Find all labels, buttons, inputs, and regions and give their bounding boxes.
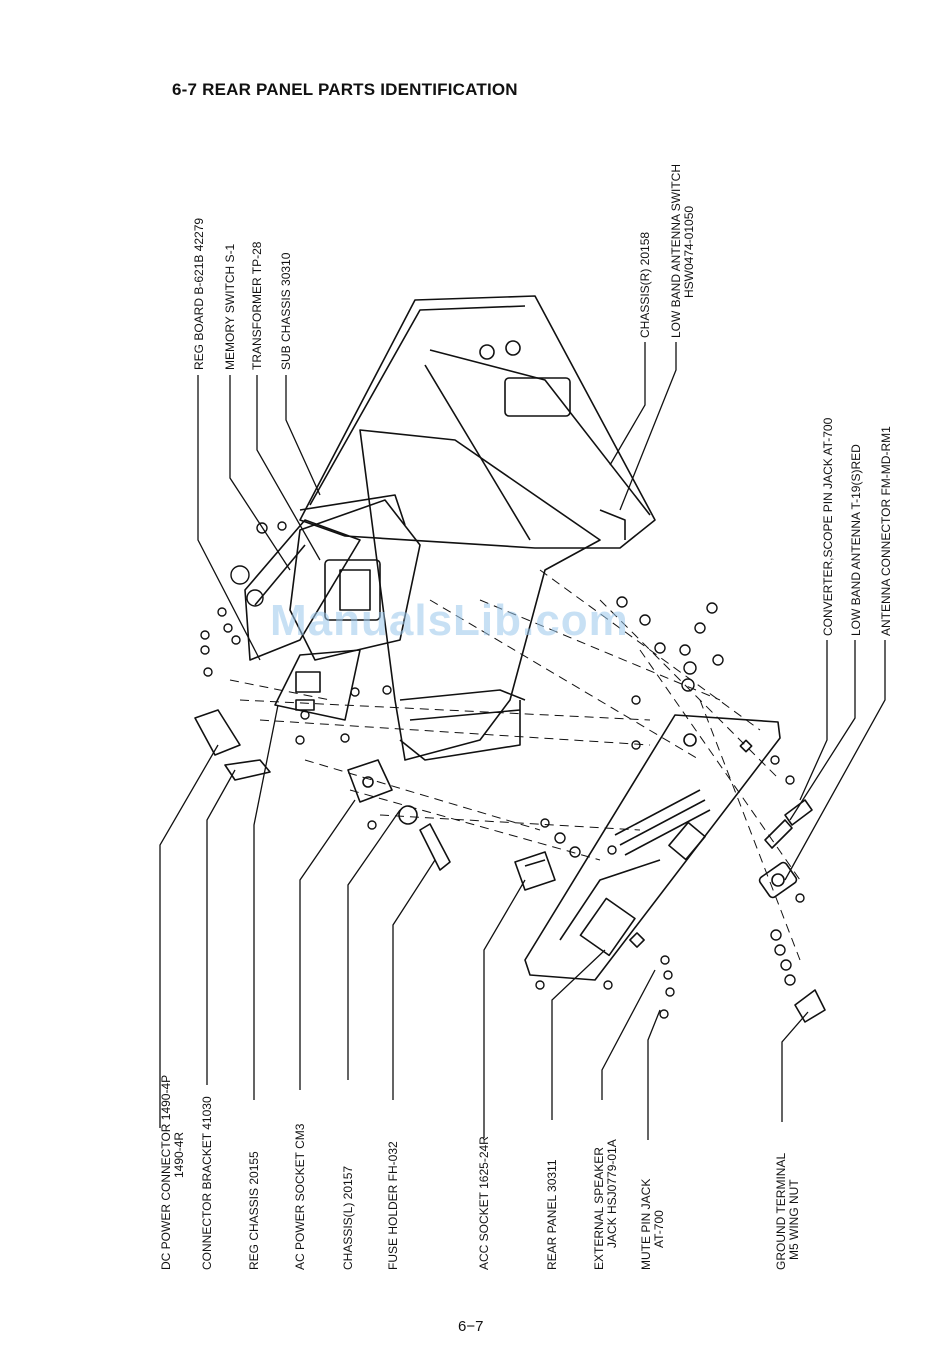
label-line: CHASSIS(L) 20157 [341,1165,355,1270]
label-line: CONNECTOR BRACKET 41030 [200,1096,214,1270]
label-line: CHASSIS(R) 20158 [638,231,652,338]
label-line: MEMORY SWITCH S-1 [223,243,237,370]
label-line: HSW0474-01050 [682,205,696,298]
label-line: DC POWER CONNECTOR 1490-4P [159,1074,173,1270]
label-line: M5 WING NUT [787,1179,801,1260]
label-line: TRANSFORMER TP-28 [250,241,264,370]
reg-board-part [274,649,361,721]
watermark: ManualsLib.com [270,596,629,645]
label-line: 1490-4R [172,1131,186,1178]
hardware [200,521,805,1019]
reg-chassis-part [244,519,361,661]
label-line: GROUND TERMINAL [774,1152,788,1270]
chassis-l-part [359,429,601,761]
label-line: JACK HSJ0779-01A [605,1139,619,1248]
low-band-antenna-part [764,799,813,849]
label-line: ANTENNA CONNECTOR FM-MD-RM1 [879,426,893,636]
label-line: CONVERTER,SCOPE PIN JACK AT-700 [821,417,835,636]
transformer-part [289,494,421,661]
acc-socket-part [514,851,556,891]
label-line: AC POWER SOCKET CM3 [293,1123,307,1270]
ground-terminal-part [794,989,826,1023]
label-line: REG BOARD B-621B 42279 [192,217,206,370]
label-line: ACC SOCKET 1625-24R [477,1136,491,1270]
chassis-r-part [299,295,656,549]
label-line: LOW BAND ANTENNA T-19(S)RED [849,444,863,636]
page-title: 6-7 REAR PANEL PARTS IDENTIFICATION [172,80,518,99]
label-line: SUB CHASSIS 30310 [279,252,293,370]
label-line: LOW BAND ANTENNA SWITCH [669,163,683,338]
dc-power-connector-part [194,709,271,781]
label-line: MUTE PIN JACK [639,1178,653,1270]
label-line: EXTERNAL SPEAKER [592,1147,606,1270]
label-line: FUSE HOLDER FH-032 [386,1141,400,1270]
antenna-connector-part [758,861,798,899]
label-line: REAR PANEL 30311 [545,1159,559,1270]
rear-panel-part [524,714,781,981]
label-line: REG CHASSIS 20155 [247,1151,261,1270]
assembly-lines [229,569,801,961]
label-line: AT-700 [652,1210,666,1248]
leader-lines [159,342,886,1140]
page-number: 6−7 [458,1318,484,1335]
